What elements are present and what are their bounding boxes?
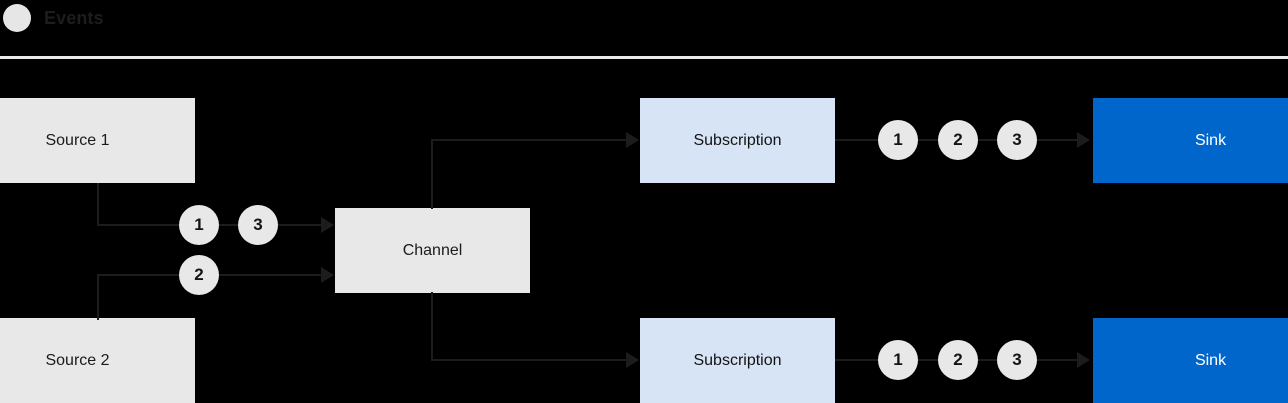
event-token: 2 xyxy=(179,255,219,295)
arrowhead-channel-to-subscription-bottom xyxy=(626,352,639,368)
node-sink-top-label: Sink xyxy=(1194,131,1227,149)
node-subscription-bottom[interactable]: Subscription xyxy=(640,318,835,403)
header-divider xyxy=(0,56,1288,59)
edge-channel-rise-top xyxy=(431,139,433,209)
node-source-1[interactable]: Source 1 xyxy=(0,98,195,183)
edge-source1-drop xyxy=(97,183,99,226)
event-token: 3 xyxy=(997,340,1037,380)
node-sink-top[interactable]: Sink xyxy=(1093,98,1288,183)
edge-channel-to-subscription-bottom xyxy=(431,359,630,361)
event-token: 1 xyxy=(878,120,918,160)
arrowhead-subscription-top-to-sink xyxy=(1077,132,1090,148)
edge-channel-to-subscription-top xyxy=(431,139,630,141)
event-token-label: 1 xyxy=(893,130,903,149)
arrowhead-channel-to-subscription-top xyxy=(626,132,639,148)
arrowhead-subscription-bottom-to-sink xyxy=(1077,352,1090,368)
events-legend-circle-icon xyxy=(3,4,31,32)
event-token-label: 3 xyxy=(1012,130,1022,149)
event-token: 1 xyxy=(179,205,219,245)
node-channel-label: Channel xyxy=(402,241,463,259)
event-token-label: 3 xyxy=(1012,350,1022,369)
event-token: 1 xyxy=(878,340,918,380)
event-token-label: 1 xyxy=(893,350,903,369)
node-channel[interactable]: Channel xyxy=(335,208,530,293)
node-sink-bottom[interactable]: Sink xyxy=(1093,318,1288,403)
node-sink-bottom-label: Sink xyxy=(1194,351,1227,369)
node-source-2[interactable]: Source 2 xyxy=(0,318,195,403)
node-source-1-label: Source 1 xyxy=(45,131,110,149)
event-token-label: 2 xyxy=(194,265,204,284)
node-subscription-bottom-label: Subscription xyxy=(693,351,782,369)
edge-source2-rise xyxy=(97,274,99,320)
event-token-label: 3 xyxy=(253,215,263,234)
edge-channel-drop-bottom xyxy=(431,292,433,361)
event-token: 3 xyxy=(997,120,1037,160)
arrowhead-source2-to-channel xyxy=(321,267,334,283)
event-token: 3 xyxy=(238,205,278,245)
event-token-label: 2 xyxy=(953,130,963,149)
node-source-2-label: Source 2 xyxy=(45,351,110,369)
event-token-label: 1 xyxy=(194,215,204,234)
event-token-label: 2 xyxy=(953,350,963,369)
events-legend-label: Events xyxy=(44,8,104,28)
event-token: 2 xyxy=(938,120,978,160)
node-subscription-top[interactable]: Subscription xyxy=(640,98,835,183)
event-token: 2 xyxy=(938,340,978,380)
node-subscription-top-label: Subscription xyxy=(693,131,782,149)
arrowhead-source1-to-channel xyxy=(321,217,334,233)
